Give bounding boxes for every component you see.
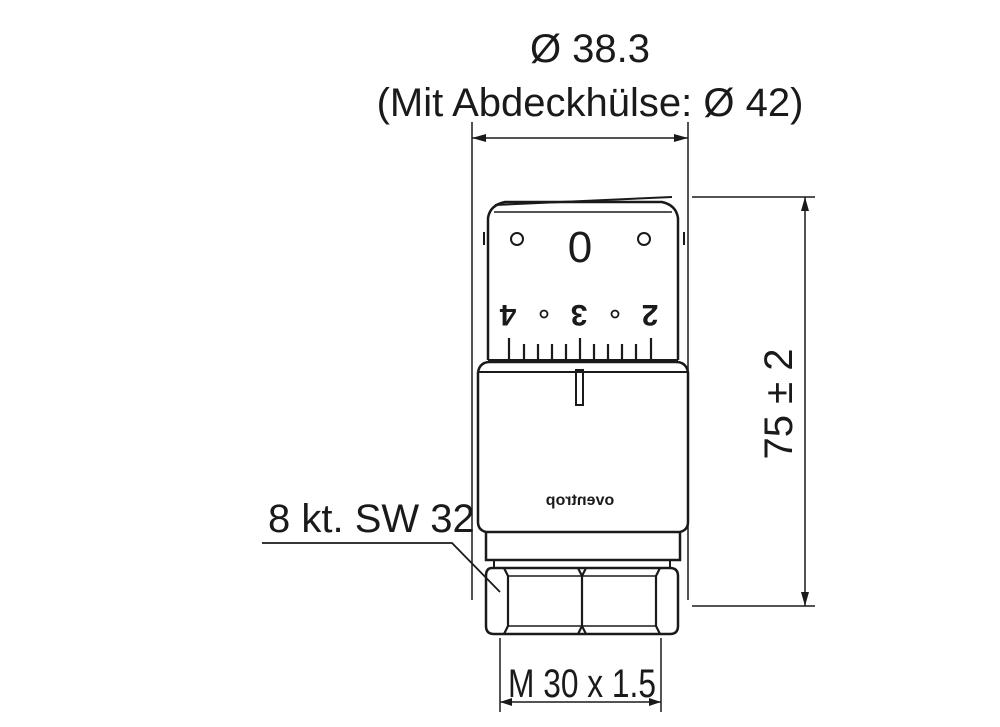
main-body — [476, 372, 690, 534]
scale-ticks — [507, 338, 653, 360]
neck — [484, 532, 682, 562]
thread-dimension-line — [499, 638, 662, 712]
diameter-note: (Mit Abdeckhülse: Ø 42) — [377, 81, 804, 125]
height-label: 75 ± 2 — [757, 349, 801, 460]
scale-number-3: 3 — [571, 298, 588, 331]
scale-dot-right-icon — [610, 309, 620, 319]
scale-number-4: 4 — [499, 298, 516, 331]
height-dimension-line — [692, 196, 815, 607]
thread-label: M 30 x 1.5 — [508, 662, 656, 706]
scale-top-mark: 0 — [568, 223, 592, 272]
thermostat-head: 0 4 3 2 oventrop — [476, 196, 690, 636]
dot-mark-right-icon — [637, 232, 651, 246]
diameter-label: Ø 38.3 — [530, 27, 650, 71]
scale-number-2: 2 — [642, 298, 659, 331]
indicator-pointer — [575, 369, 584, 406]
brand-text: oventrop — [546, 492, 615, 509]
wrench-leader-line — [262, 542, 501, 593]
dot-mark-left-icon — [510, 232, 524, 246]
scale-dot-left-icon — [539, 309, 549, 319]
hex-nut — [484, 560, 680, 636]
wrench-size-label: 8 kt. SW 32 — [268, 497, 475, 541]
